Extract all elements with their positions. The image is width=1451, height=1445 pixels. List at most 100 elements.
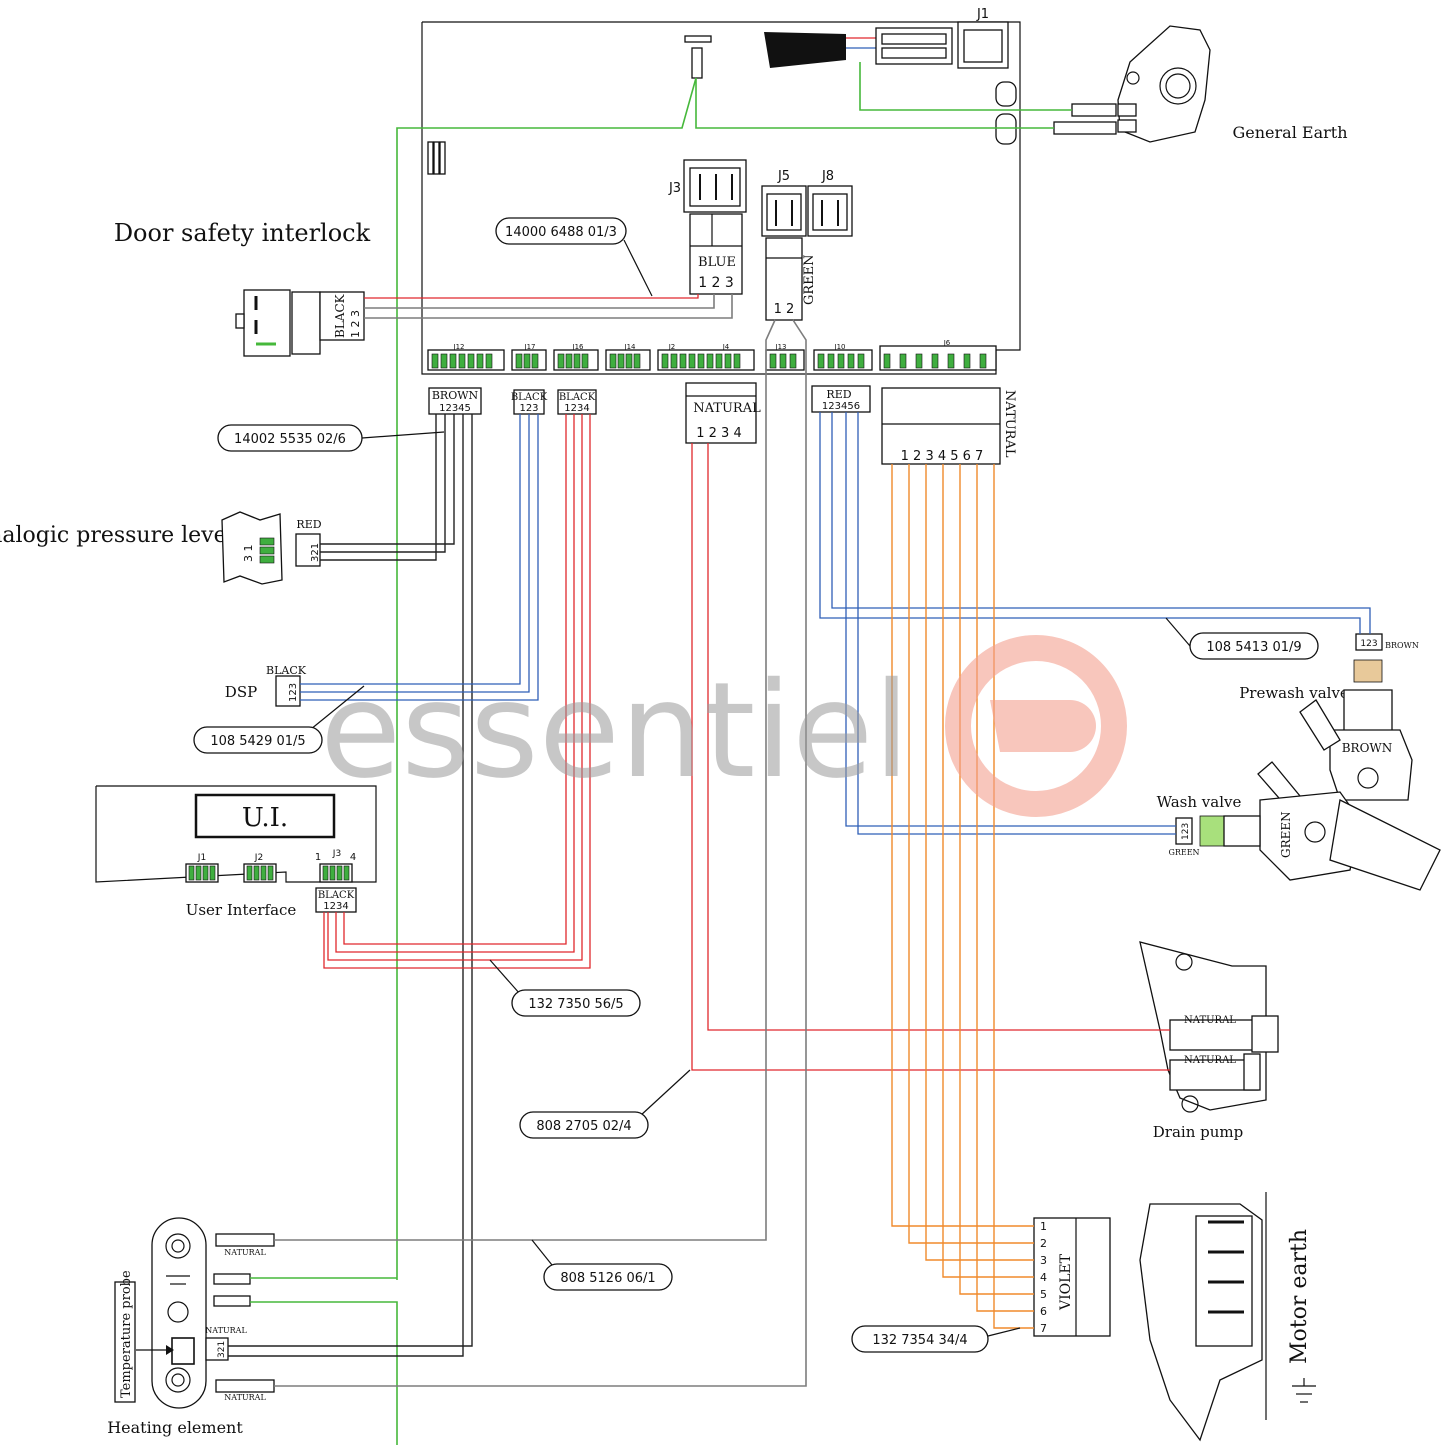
green-plug: [765, 237, 803, 321]
pressure-label: Analogic pressure level: [0, 523, 234, 548]
violet-pin-2: 2: [1040, 1237, 1047, 1250]
heat-natural-2: NATURAL: [205, 1326, 247, 1335]
motor: 1 2 3 4 5 6 7 VIOLET Motor earth: [1033, 1192, 1316, 1442]
drain-pump: NATURAL NATURAL Drain pump: [1139, 941, 1279, 1141]
j6-label: J6: [943, 339, 951, 347]
board-small-parts: [427, 35, 1017, 175]
motor-earth-label: Motor earth: [1287, 1229, 1312, 1364]
j2-label: J2: [668, 343, 676, 351]
black-ui-label: BLACK: [318, 890, 355, 901]
general-earth-label: General Earth: [1232, 123, 1347, 142]
violet-pin-5: 5: [1040, 1288, 1047, 1301]
harness-8: 132 7354 34/4: [872, 1333, 967, 1348]
blue-plug-pins: 1 2 3: [698, 275, 734, 291]
j3-connector: J3 BLUE 1 2 3: [668, 159, 747, 295]
black-j16-label: BLACK: [559, 392, 596, 403]
red-pressure-label: RED: [296, 518, 321, 531]
motor-wire-2: [908, 464, 1034, 1244]
ui-j1-label: J1: [197, 853, 206, 863]
j1-connector: J1: [764, 7, 1009, 69]
user-interface: U.I. J1 J2 1 J3 4 BLACK 1234 User Interf…: [95, 785, 377, 919]
red-pressure-pins: 321: [310, 543, 321, 562]
brown-plug-pins: 12345: [439, 403, 471, 414]
door-interlock-label: Door safety interlock: [114, 219, 371, 247]
watermark-text: essentiel: [320, 654, 910, 808]
black-j17-pins: 123: [519, 403, 538, 414]
board-header-row: J12 J17 J16 J14 J2 J4 J13 J10 J6: [427, 339, 997, 371]
violet-pin-7: 7: [1040, 1322, 1047, 1335]
heating-element: NATURAL NATURAL NATURAL 321 Temperature …: [107, 1217, 275, 1437]
black-j16-pins: 1234: [564, 403, 589, 414]
pressure-pins: 3 1: [242, 545, 255, 563]
harness-7: 808 5126 06/1: [560, 1271, 655, 1286]
black-dsp-label: BLACK: [266, 664, 307, 677]
blue-plug-label: BLUE: [698, 255, 736, 270]
wires: [228, 62, 1371, 1445]
j14-label: J14: [624, 343, 637, 351]
motor-wire-1: [891, 464, 1034, 1227]
j13-label: J13: [775, 343, 787, 351]
j17-label: J17: [524, 343, 536, 351]
harness-1: 14000 6488 01/3: [505, 225, 617, 240]
general-earth: General Earth: [1053, 25, 1348, 143]
heat-pins: 321: [217, 1341, 227, 1358]
motor-wire-3: [925, 464, 1034, 1261]
door-interlock: Door safety interlock BLACK 1 2 3: [114, 219, 371, 357]
harness-5: 132 7350 56/5: [528, 997, 623, 1012]
green-wash-pins: 123: [1181, 823, 1191, 840]
j3-label: J3: [668, 181, 681, 196]
motor-wire-5: [959, 464, 1034, 1295]
violet-pin-6: 6: [1040, 1305, 1047, 1318]
natural-j6-pins: 1 2 3 4 5 6 7: [901, 449, 984, 464]
dsp: DSP BLACK 123: [225, 664, 307, 707]
harness-2: 14002 5535 02/6: [234, 432, 346, 447]
violet-pin-3: 3: [1040, 1254, 1047, 1267]
black-door-plug-label: BLACK: [333, 293, 347, 338]
blue-plug: [689, 213, 743, 295]
black-dsp-pins: 123: [288, 683, 299, 702]
watermark: essentiel: [320, 635, 1127, 817]
brown-valve-label: BROWN: [1342, 741, 1393, 755]
j12-label: J12: [453, 343, 465, 351]
green-plug-label: GREEN: [802, 254, 817, 305]
drain-pump-label: Drain pump: [1153, 1123, 1243, 1141]
prewash-label: Prewash valve: [1239, 684, 1349, 702]
green-wash-label: GREEN: [1168, 848, 1199, 857]
ui-box-label: U.I.: [242, 803, 288, 833]
j5-j8-connectors: J5 J8 1 2 GREEN: [761, 169, 853, 321]
valves: 123 BROWN Prewash valve BROWN GREEN Wash…: [1157, 633, 1441, 891]
green-valve-label: GREEN: [1279, 811, 1293, 858]
red-j10-label: RED: [826, 388, 851, 401]
heat-natural-3: NATURAL: [224, 1393, 266, 1402]
j10-label: J10: [834, 343, 846, 351]
dsp-label: DSP: [225, 683, 257, 701]
j5-label: J5: [777, 169, 790, 184]
drain-natural-2: NATURAL: [1184, 1055, 1236, 1066]
j1-label: J1: [976, 7, 989, 22]
violet-label: VIOLET: [1058, 1253, 1074, 1311]
harness-4: 108 5429 01/5: [210, 734, 305, 749]
ui-j3-pin4: 4: [350, 852, 356, 863]
j4-label: J4: [722, 343, 730, 351]
j16-label: J16: [572, 343, 585, 351]
ui-j3-label: J3: [332, 849, 341, 859]
harness-labels: 14000 6488 01/3 14002 5535 02/6 108 5413…: [193, 217, 1319, 1353]
motor-wire-6: [976, 464, 1034, 1312]
drain-natural-1: NATURAL: [1184, 1015, 1236, 1026]
violet-pin-4: 4: [1040, 1271, 1047, 1284]
green-plug-pins: 1 2: [774, 302, 795, 317]
motor-wire-7: [993, 464, 1034, 1329]
brown-prewash-pins: 123: [1360, 639, 1377, 649]
natural-j4-label: NATURAL: [693, 401, 761, 416]
watermark-logo-mark: [990, 700, 1096, 752]
watermark-logo-ring: [945, 635, 1127, 817]
ui-j3-pin1: 1: [315, 852, 321, 863]
harness-6: 808 2705 02/4: [536, 1119, 631, 1134]
violet-pin-1: 1: [1040, 1220, 1047, 1233]
motor-wire-4: [942, 464, 1034, 1278]
red-j10-pins: 123456: [822, 401, 860, 412]
wash-label: Wash valve: [1157, 793, 1242, 811]
black-ui-pins: 1234: [323, 901, 348, 912]
heat-natural-1: NATURAL: [224, 1248, 266, 1257]
